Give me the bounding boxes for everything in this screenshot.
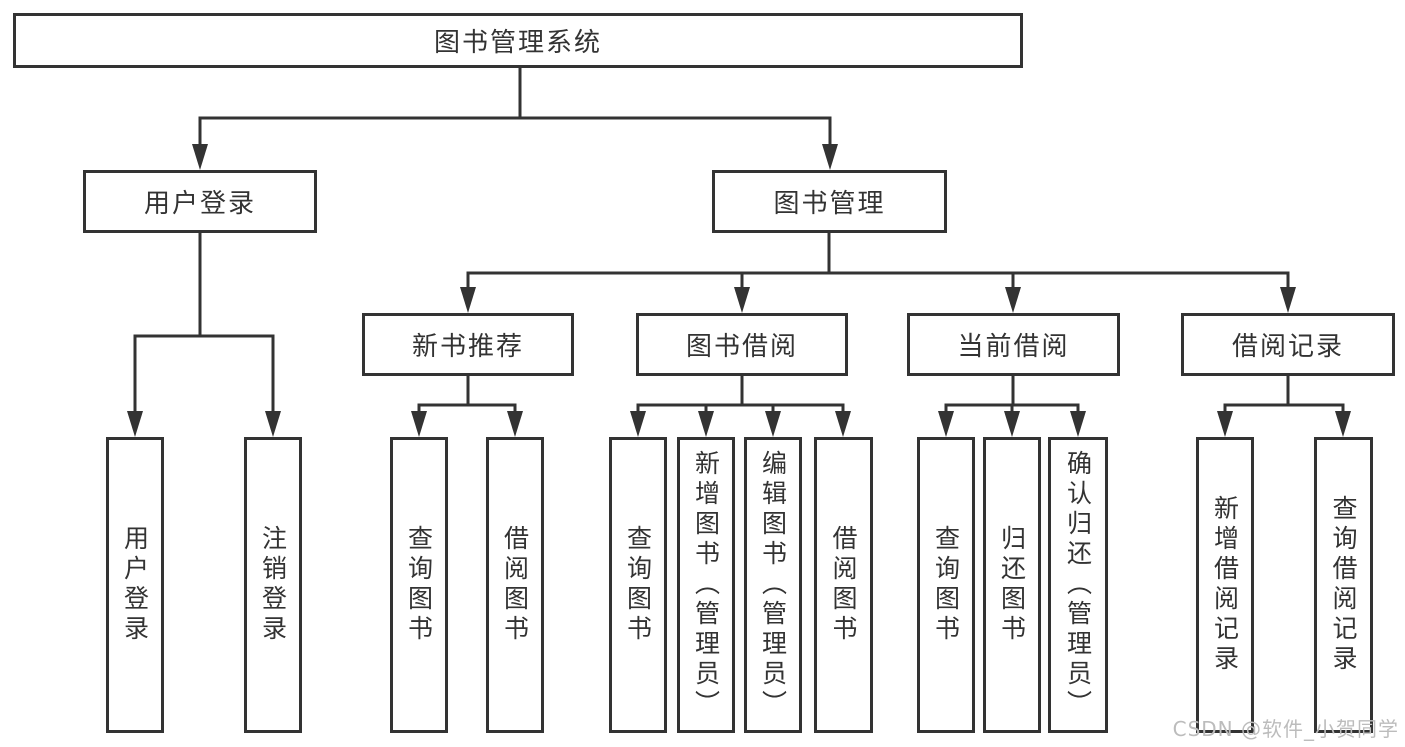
leaf-label: 确认归还（管理员）	[1063, 450, 1093, 720]
leaf-borrow-add-admin: 新增图书（管理员）	[677, 437, 735, 733]
leaf-records-query: 查询借阅记录	[1314, 437, 1373, 733]
node-user-login: 用户登录	[83, 170, 317, 233]
leaf-label: 用户登录	[120, 525, 150, 645]
leaf-label: 查询图书	[931, 525, 961, 645]
leaf-user-login: 用户登录	[106, 437, 164, 733]
leaf-label: 查询图书	[404, 525, 434, 645]
leaf-borrow-edit-admin: 编辑图书（管理员）	[744, 437, 802, 733]
node-new-book-recommend: 新书推荐	[362, 313, 574, 376]
leaf-label: 归还图书	[997, 525, 1027, 645]
leaf-current-confirm-return-admin: 确认归还（管理员）	[1048, 437, 1108, 733]
leaf-label: 借阅图书	[829, 525, 858, 645]
leaf-label: 借阅图书	[500, 525, 530, 645]
leaf-newbooks-query: 查询图书	[390, 437, 448, 733]
leaf-label: 编辑图书（管理员）	[758, 450, 788, 720]
leaf-label: 注销登录	[258, 525, 288, 645]
leaf-label: 新增借阅记录	[1210, 495, 1240, 675]
leaf-newbooks-borrow: 借阅图书	[486, 437, 544, 733]
node-current-borrow: 当前借阅	[907, 313, 1120, 376]
csdn-watermark: CSDN @软件_小贺同学	[1172, 717, 1399, 741]
node-book-management-system: 图书管理系统	[13, 13, 1023, 68]
leaf-borrow-query: 查询图书	[609, 437, 667, 733]
leaf-label: 查询借阅记录	[1329, 495, 1358, 675]
node-borrow-records: 借阅记录	[1181, 313, 1395, 376]
leaf-label: 查询图书	[623, 525, 653, 645]
leaf-borrow-borrow: 借阅图书	[814, 437, 873, 733]
leaf-label: 新增图书（管理员）	[691, 450, 721, 720]
leaf-current-query: 查询图书	[917, 437, 975, 733]
leaf-logout: 注销登录	[244, 437, 302, 733]
node-book-borrow: 图书借阅	[636, 313, 848, 376]
node-book-management: 图书管理	[712, 170, 947, 233]
leaf-current-return: 归还图书	[983, 437, 1041, 733]
leaf-records-add: 新增借阅记录	[1196, 437, 1254, 733]
